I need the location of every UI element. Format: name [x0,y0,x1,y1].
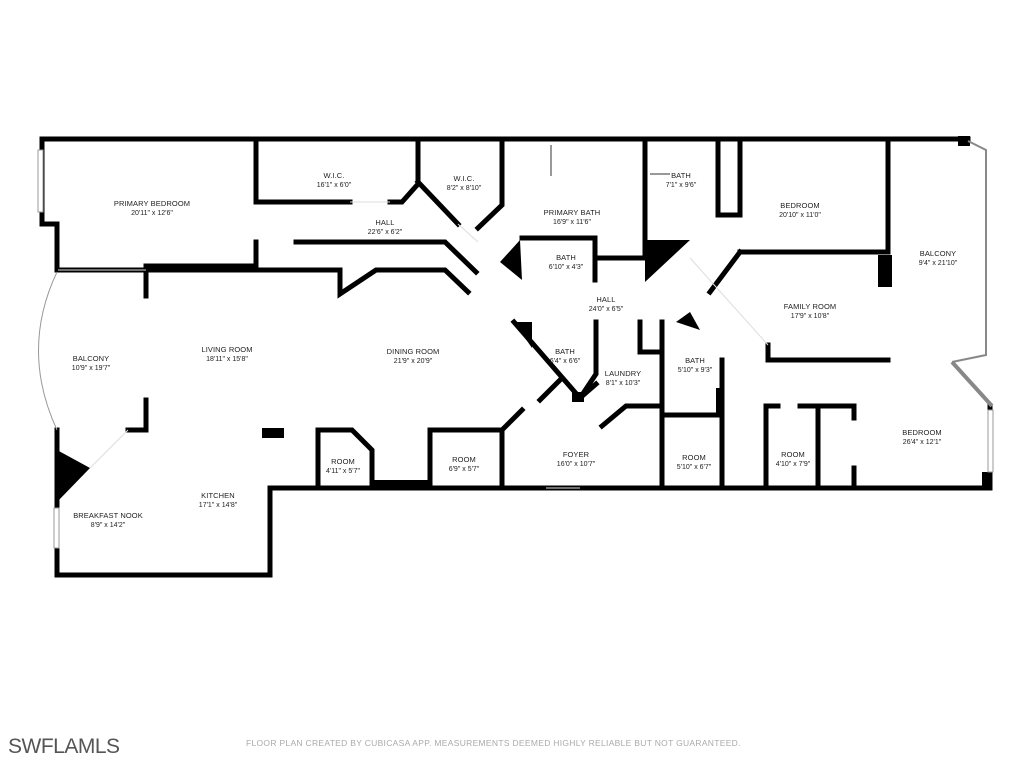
room-dimensions: 17'9" x 10'8" [790,313,830,320]
room-name: KITCHEN [201,491,235,500]
room-name: ROOM [331,457,355,466]
room-label-room-1: ROOM 4'11" x 5'7" [326,457,360,477]
room-dimensions: 9'4" x 21'10" [918,260,958,267]
room-label-breakfast-nook: BREAKFAST NOOK 8'9" x 14'2" [73,511,143,531]
doorways [58,145,769,489]
room-label-room-2: ROOM 6'9" x 5'7" [449,455,480,475]
room-label-balcony-east: BALCONY 9'4" x 21'10" [919,249,957,269]
room-dimensions: 8'2" x 8'10" [446,185,482,192]
room-name: DINING ROOM [386,347,440,356]
interior-walls [125,136,891,491]
room-name: FAMILY ROOM [783,302,837,311]
room-label-laundry: LAUNDRY 8'1" x 10'3" [605,369,641,389]
room-name: HALL [375,218,395,227]
room-label-bedroom-1: BEDROOM 20'10" x 11'0" [779,201,821,221]
room-dimensions: 4'10" x 7'9" [775,461,811,468]
disclaimer-text: FLOOR PLAN CREATED BY CUBICASA APP. MEAS… [246,738,741,748]
room-name: BREAKFAST NOOK [73,511,143,520]
room-label-bath-3: BATH 6'4" x 6'6" [550,347,581,367]
room-label-dining-room: DINING ROOM 21'9" x 20'9" [387,347,440,367]
room-label-room-3: ROOM 5'10" x 6'7" [677,453,712,473]
room-label-primary-bedroom: PRIMARY BEDROOM 20'11" x 12'6" [114,199,190,219]
room-name: BALCONY [919,249,957,258]
structural-columns [57,240,892,502]
room-label-primary-bath: PRIMARY BATH 16'9" x 11'6" [544,208,601,228]
room-label-wic-2: W.I.C. 8'2" x 8'10" [447,174,482,194]
room-name: FOYER [562,450,590,459]
room-dimensions: 8'9" x 14'2" [90,522,126,529]
room-dimensions: 8'1" x 10'3" [605,380,641,387]
room-label-kitchen: KITCHEN 17'1" x 14'8" [199,491,237,511]
room-name: LAUNDRY [604,369,642,378]
room-label-bath-4: BATH 5'10" x 9'3" [678,356,713,376]
room-dimensions: 18'11" x 15'8" [206,356,248,363]
room-label-room-4: ROOM 4'10" x 7'9" [776,450,811,470]
room-name: BEDROOM [780,201,820,210]
room-label-foyer: FOYER 16'0" x 10'7" [557,450,595,470]
room-label-hall-2: HALL 24'0" x 6'5" [589,295,624,315]
room-name: BALCONY [72,354,110,363]
room-label-hall-1: HALL 22'6" x 6'2" [368,218,403,238]
room-dimensions: 20'10" x 11'0" [779,212,821,219]
room-dimensions: 22'6" x 6'2" [367,229,403,236]
room-dimensions: 4'11" x 5'7" [326,468,360,475]
room-label-balcony-west: BALCONY 10'9" x 19'7" [72,354,110,374]
room-dimensions: 6'4" x 6'6" [549,358,581,365]
room-dimensions: 17'1" x 14'8" [198,502,238,509]
room-dimensions: 16'1" x 6'0" [316,182,352,189]
room-dimensions: 16'9" x 11'6" [553,219,591,226]
room-label-bedroom-2: BEDROOM 26'4" x 12'1" [902,428,941,448]
room-name: ROOM [452,455,476,464]
room-dimensions: 24'0" x 6'5" [588,306,624,313]
room-dimensions: 6'10" x 4'3" [548,264,584,271]
watermark-logo: SWFLAMLS [8,735,120,758]
room-name: HALL [596,295,616,304]
room-label-family-room: FAMILY ROOM 17'9" x 10'8" [784,302,837,322]
room-name: BATH [671,171,691,180]
room-name: BEDROOM [902,428,942,437]
room-name: PRIMARY BATH [543,208,601,217]
room-name: BATH [555,347,575,356]
room-label-wic-1: W.I.C. 16'1" x 6'0" [317,171,352,191]
room-dimensions: 6'9" x 5'7" [448,466,480,473]
room-name: ROOM [781,450,805,459]
room-dimensions: 26'4" x 12'1" [902,439,942,446]
room-name: ROOM [682,453,706,462]
room-dimensions: 5'10" x 9'3" [677,367,713,374]
room-label-bath-2: BATH 7'1" x 9'6" [666,171,697,191]
room-dimensions: 7'1" x 9'6" [665,182,697,189]
room-dimensions: 20'11" x 12'6" [131,210,173,217]
room-name: LIVING ROOM [201,345,253,354]
room-dimensions: 5'10" x 6'7" [676,464,712,471]
room-dimensions: 10'9" x 19'7" [71,365,111,372]
room-label-living-room: LIVING ROOM 18'11" x 15'8" [201,345,252,365]
room-name: BATH [685,356,705,365]
windows [37,140,994,549]
room-dimensions: 16'0" x 10'7" [556,461,596,468]
room-name: PRIMARY BEDROOM [113,199,191,208]
room-label-bath-1: BATH 6'10" x 4'3" [549,253,584,273]
room-name: W.I.C. [323,171,345,180]
room-name: W.I.C. [453,174,475,183]
room-name: BATH [556,253,576,262]
room-dimensions: 21'9" x 20'9" [393,358,433,365]
